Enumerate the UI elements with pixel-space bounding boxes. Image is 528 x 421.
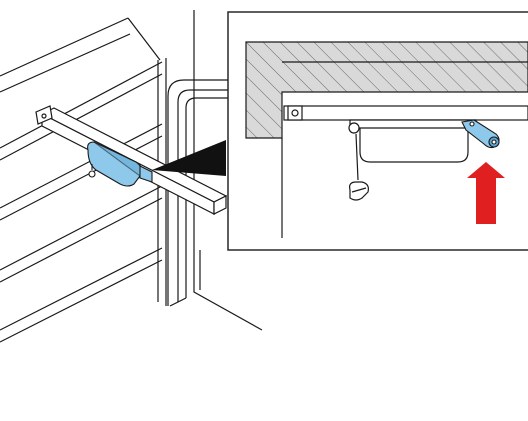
track-rail-inner-2 — [185, 97, 232, 298]
track-rail-outer — [167, 79, 232, 306]
inset-motor-top — [349, 119, 477, 129]
door-top-edge-2 — [0, 33, 131, 93]
detail-inset — [227, 11, 528, 251]
inset-bracket-screw — [291, 109, 299, 117]
door-panel-line-3 — [0, 123, 163, 209]
door-panel-line-2 — [0, 73, 163, 161]
lever-rivet — [469, 121, 475, 127]
floor-line — [169, 297, 187, 307]
door-top-edge — [0, 17, 129, 77]
inset-motor — [348, 119, 477, 201]
door-panel-line-8 — [0, 259, 163, 343]
release-lever — [461, 119, 500, 149]
release-knob-detail — [351, 187, 367, 193]
motor-body — [87, 141, 142, 187]
bracket-screw — [41, 113, 47, 119]
release-knob-icon — [349, 181, 369, 201]
lever-hole — [491, 139, 497, 145]
inset-pulley — [348, 122, 360, 134]
callout-pointer — [152, 140, 226, 176]
motor-unit — [87, 141, 153, 187]
inset-rail — [283, 105, 528, 121]
door-panel-line-7 — [0, 247, 163, 331]
door-header — [127, 17, 161, 61]
release-knob-small — [88, 170, 96, 178]
door-panel-line-6 — [0, 197, 163, 283]
inset-release-cord — [355, 133, 359, 181]
inset-rail-body — [283, 105, 528, 121]
inset-motor-body — [359, 125, 469, 163]
door-panel-line-5 — [0, 185, 163, 271]
wall-corner — [193, 10, 263, 331]
track-rail-inner — [177, 89, 232, 302]
door-panel-line-1 — [0, 61, 163, 149]
arrow-up-icon — [467, 162, 505, 224]
garage-door-view — [0, 10, 263, 343]
rail-end-face — [213, 195, 227, 215]
motor-mount — [139, 165, 153, 183]
ceiling-hatch — [245, 41, 528, 139]
